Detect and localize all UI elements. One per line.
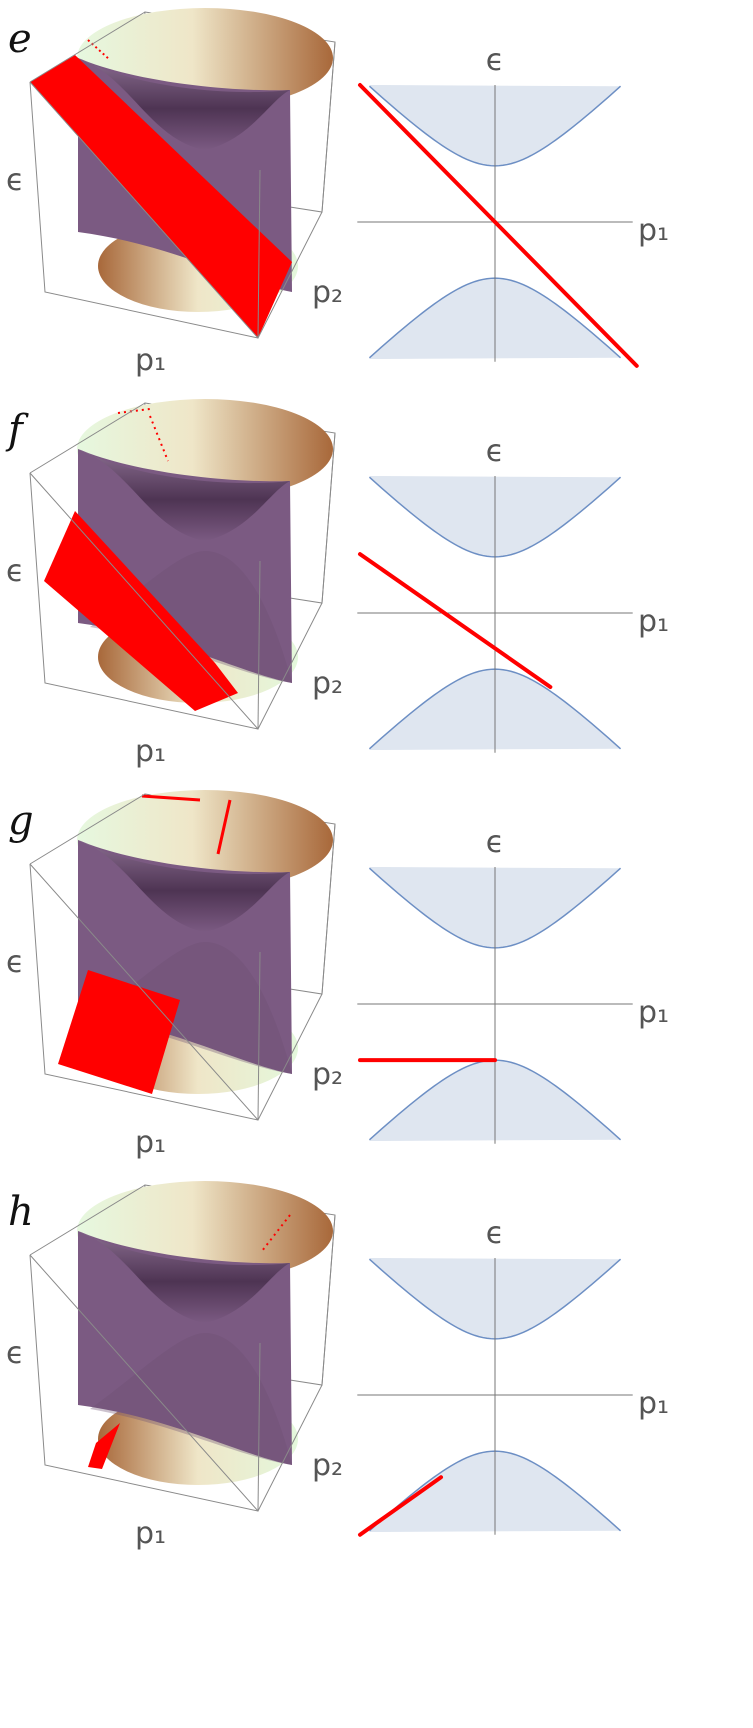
p2-axis-label-3d: p₂	[312, 1057, 343, 1092]
red-plane-trace	[141, 794, 232, 855]
red-line	[358, 552, 553, 689]
box-edge-vertical	[257, 951, 261, 1121]
violet-surface-lower-shade	[90, 1333, 292, 1465]
epsilon-axis-label-3d: ϵ	[6, 945, 24, 980]
epsilon-axis-label: ϵ	[486, 1216, 504, 1251]
panel-letter: f	[5, 407, 29, 453]
surface-plot-e: ϵ p₁ p₂	[6, 8, 343, 378]
red-plane-trace	[117, 408, 169, 462]
p1-axis-label-3d: p₁	[135, 1516, 166, 1551]
panel-g: ϵ p₁ p₂ g ϵ p₁	[6, 790, 669, 1160]
p1-axis-label: p₁	[638, 213, 669, 248]
p1-axis-label-3d: p₁	[135, 1125, 166, 1160]
band-plot-f: ϵ p₁	[357, 434, 669, 753]
p1-axis-label-3d: p₁	[135, 734, 166, 769]
panel-h: ϵ p₁ p₂ h ϵ p₁	[6, 1181, 669, 1551]
red-line	[358, 83, 639, 368]
red-line	[358, 1475, 443, 1537]
violet-surface-lower-shade	[90, 942, 292, 1074]
violet-surface-trough	[78, 58, 290, 150]
epsilon-axis-label: ϵ	[486, 825, 504, 860]
surface-plot-h: ϵ p₁ p₂	[6, 1181, 343, 1551]
p2-axis-label-3d: p₂	[312, 666, 343, 701]
panel-letter: g	[8, 798, 34, 844]
surface-plot-f: ϵ p₁ p₂	[6, 399, 343, 769]
band-plot-e: ϵ p₁	[357, 43, 669, 368]
violet-surface-trough	[78, 449, 290, 541]
epsilon-axis-label: ϵ	[486, 43, 504, 78]
panel-f: ϵ p₁ p₂ f ϵ p₁	[5, 399, 669, 769]
epsilon-axis-label-3d: ϵ	[6, 1336, 24, 1371]
box-edge-vertical	[257, 560, 261, 730]
surface-plot-g: ϵ p₁ p₂	[6, 790, 343, 1160]
epsilon-axis-label-3d: ϵ	[6, 554, 24, 589]
band-plot-h: ϵ p₁	[357, 1216, 669, 1537]
violet-surface-trough	[78, 840, 290, 932]
p1-axis-label: p₁	[638, 995, 669, 1030]
p2-axis-label-3d: p₂	[312, 1448, 343, 1483]
band-plot-g: ϵ p₁	[357, 825, 669, 1144]
red-plane-trace	[261, 1214, 291, 1252]
p1-axis-label: p₁	[638, 604, 669, 639]
panel-letter: h	[8, 1189, 34, 1235]
panel-letter: e	[8, 16, 32, 62]
epsilon-axis-label: ϵ	[486, 434, 504, 469]
red-plane	[58, 970, 180, 1094]
p1-axis-label: p₁	[638, 1386, 669, 1421]
violet-surface-trough	[78, 1231, 290, 1323]
box-edge-vertical	[257, 169, 261, 339]
red-plane	[88, 1423, 120, 1469]
violet-surface-lower-shade	[90, 551, 292, 683]
epsilon-axis-label-3d: ϵ	[6, 163, 24, 198]
p1-axis-label-3d: p₁	[135, 343, 166, 378]
red-plane	[44, 511, 238, 711]
box-edge-vertical	[257, 1342, 261, 1512]
p2-axis-label-3d: p₂	[312, 275, 343, 310]
panel-e: ϵ p₁ p₂ e ϵ p₁	[6, 8, 669, 378]
red-plane	[30, 55, 292, 338]
